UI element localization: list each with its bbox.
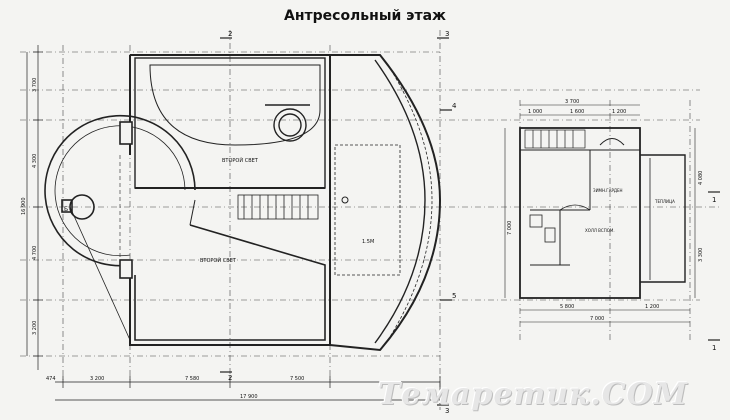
bottom-dimension-chain	[55, 376, 441, 404]
section-mark-left: Б	[64, 206, 68, 213]
section-mark-right-top: 1	[712, 196, 716, 204]
annex-label-hall: ЗИМН.ГАРДЕН	[593, 188, 623, 193]
room-label-small-tag: 1.5М	[362, 239, 374, 245]
section-mark-4: 4	[452, 102, 457, 110]
section-mark-right-bottom: 1	[712, 344, 716, 352]
column-marker	[341, 196, 349, 204]
page-title: Антресольный этаж	[284, 8, 446, 24]
annex-label-room: ХОЛЛ ВСПОМ.	[585, 228, 615, 233]
dim-bottom-a: 474	[46, 376, 56, 382]
site-watermark: Темаретик.СОМ	[378, 377, 688, 412]
annex-label-side: ТЕПЛИЦА	[654, 199, 675, 204]
dim-left-low: 3 200	[32, 321, 38, 335]
section-mark-bottom-right: 3	[445, 407, 449, 415]
dim-annex-top-c: 1 200	[612, 109, 626, 115]
upper-room	[134, 57, 326, 189]
room-label-upper-light-2: ВТОРОЙ СВЕТ	[200, 257, 237, 264]
dim-left-mid1: 4 300	[32, 154, 38, 168]
axis-lines	[20, 30, 720, 410]
main-stair	[237, 194, 319, 220]
dim-bottom-2: 7 580	[185, 376, 199, 382]
dim-annex-bottom-total: 7 000	[590, 316, 604, 322]
dim-annex-top-a: 1 000	[528, 109, 542, 115]
dim-bottom-1: 3 200	[90, 376, 104, 382]
section-mark-5: 5	[452, 292, 456, 300]
section-mark-top-right: 3	[445, 30, 449, 38]
dim-annex-top-b: 1 600	[570, 109, 584, 115]
dim-annex-right-b: 3 300	[698, 248, 704, 262]
dim-left-total: 16 900	[21, 198, 27, 216]
dim-annex-bottom-b: 1 200	[645, 304, 659, 310]
dim-left-top: 3 700	[32, 78, 38, 92]
dim-annex-right-a: 4 080	[698, 171, 704, 185]
left-dimension-chain	[26, 45, 43, 370]
dim-annex-top: 3 700	[565, 99, 579, 105]
section-mark-lines	[220, 37, 720, 406]
dim-annex-left: 7 000	[507, 221, 513, 235]
dim-bottom-3: 7 500	[290, 376, 304, 382]
dim-annex-bottom-a: 5 800	[560, 304, 574, 310]
annex-stair	[524, 129, 586, 149]
dim-left-mid2: 4 700	[32, 246, 38, 260]
main-building-walls	[129, 54, 442, 352]
dim-bottom-total: 17 900	[240, 394, 258, 400]
annex-building	[519, 127, 686, 299]
annex-dimensions	[504, 104, 696, 323]
circular-tower	[44, 114, 196, 341]
room-label-upper-light-1: ВТОРОЙ СВЕТ	[222, 157, 259, 164]
section-mark-bottom-left: 2	[228, 374, 232, 382]
section-mark-top-left: 2	[228, 30, 232, 38]
inner-dashed-area	[334, 144, 401, 276]
second-light-room	[134, 199, 326, 341]
